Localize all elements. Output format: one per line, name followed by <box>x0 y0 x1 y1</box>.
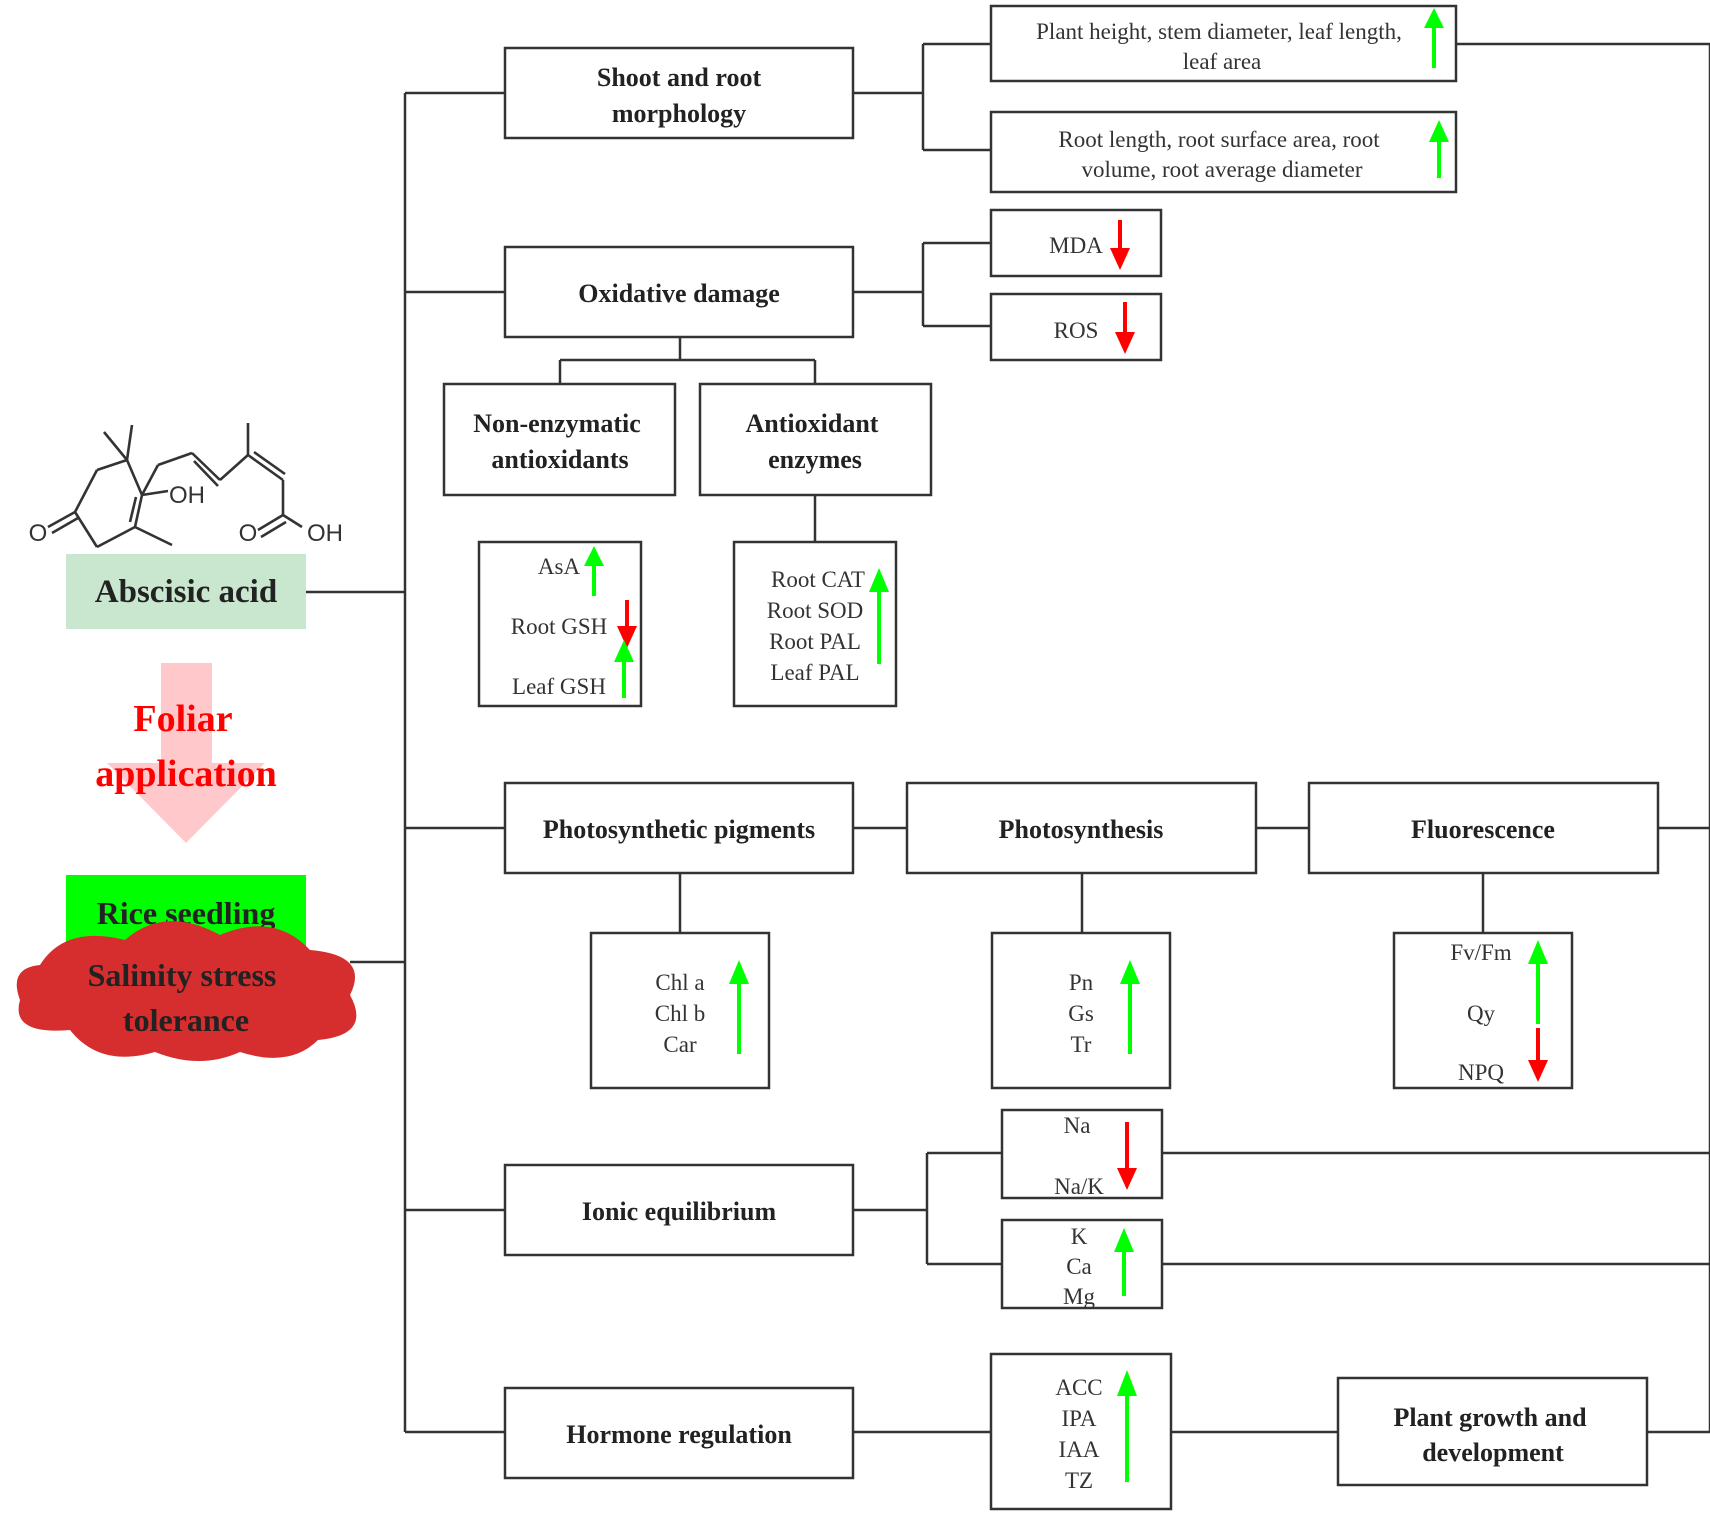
root-indicators-line-1: Root length, root surface area, root <box>1058 127 1380 152</box>
iaa-label: IAA <box>1059 1437 1100 1462</box>
foliar-application-arrow <box>107 663 265 843</box>
salinity-label-line-2: tolerance <box>123 1002 249 1038</box>
qy-label: Qy <box>1467 1001 1496 1026</box>
abscisic-acid-label: Abscisic acid <box>95 574 277 610</box>
salinity-label-line-1: Salinity stress <box>88 957 277 993</box>
chl-b-label: Chl b <box>655 1001 705 1026</box>
photosynthesis-box <box>905 781 1258 875</box>
tz-label: TZ <box>1065 1468 1093 1493</box>
fv-fm-label: Fv/Fm <box>1450 940 1511 965</box>
hormone-regulation-label: Hormone regulation <box>566 1420 792 1449</box>
non-enzymatic-indicators-box <box>477 540 643 708</box>
k-label: K <box>1071 1224 1088 1249</box>
gs-label: Gs <box>1068 1001 1094 1026</box>
oxidative-damage-label: Oxidative damage <box>578 279 780 308</box>
connector-lines <box>306 42 1710 1434</box>
up-arrow-icon <box>1429 120 1449 178</box>
ros-box <box>989 292 1163 362</box>
shoot-root-label-line-1: Shoot and root <box>597 63 762 92</box>
plant-growth-label-line-2: development <box>1422 1438 1564 1467</box>
down-arrow-icon <box>1117 1122 1137 1190</box>
hormone-indicators-box <box>989 1352 1173 1511</box>
mda-box <box>989 208 1163 278</box>
na-label: Na <box>1064 1113 1091 1138</box>
pn-label: Pn <box>1069 970 1094 995</box>
fluorescence-box <box>1307 781 1660 875</box>
leaf-gsh-label: Leaf GSH <box>512 674 606 699</box>
down-arrow-icon <box>617 600 637 648</box>
antioxidant-enzymes-label-line-2: enzymes <box>768 445 862 474</box>
up-arrow-icon <box>1424 8 1444 68</box>
up-arrow-icon <box>584 546 604 596</box>
up-arrow-icon <box>614 640 634 698</box>
plant-growth-development-box <box>1336 1376 1649 1487</box>
foliar-label-line-2: application <box>95 753 277 795</box>
npq-label: NPQ <box>1458 1060 1504 1085</box>
up-arrow-icon <box>1117 1370 1137 1482</box>
up-arrow-icon <box>1528 940 1548 1024</box>
up-arrow-icon <box>1114 1228 1134 1296</box>
k-ca-mg-indicators-box <box>1000 1218 1164 1310</box>
salinity-cloud <box>16 921 357 1061</box>
shoot-root-morphology-box <box>503 46 855 140</box>
up-arrow-icon <box>729 960 749 1054</box>
root-indicators-box <box>989 110 1458 194</box>
mg-label: Mg <box>1063 1284 1095 1309</box>
ros-label: ROS <box>1054 318 1099 343</box>
foliar-label-line-1: Foliar <box>133 698 232 740</box>
fluorescence-label: Fluorescence <box>1411 815 1555 844</box>
shoot-indicators-line-2: leaf area <box>1183 49 1262 74</box>
tr-label: Tr <box>1071 1032 1092 1057</box>
na-k-label: Na/K <box>1054 1174 1104 1199</box>
up-arrow-icon <box>1120 960 1140 1054</box>
non-enzymatic-label-line-1: Non-enzymatic <box>473 409 641 438</box>
oxidative-damage-box <box>503 245 855 339</box>
antioxidant-enzymes-box <box>698 382 933 497</box>
asa-label: AsA <box>538 554 581 579</box>
down-arrow-icon <box>1115 302 1135 354</box>
root-sod-label: Root SOD <box>767 598 864 623</box>
root-gsh-label: Root GSH <box>511 614 608 639</box>
down-arrow-icon <box>1110 220 1130 270</box>
ipa-label: IPA <box>1062 1406 1097 1431</box>
ionic-equilibrium-box <box>503 1163 855 1257</box>
enzyme-indicators-box <box>732 540 898 708</box>
leaf-pal-label: Leaf PAL <box>770 660 859 685</box>
hydroxyl-label: OH <box>169 482 205 509</box>
up-arrow-icon <box>869 568 889 664</box>
acid-oxygen-label: O <box>239 520 258 547</box>
chl-a-label: Chl a <box>655 970 704 995</box>
hormone-regulation-box <box>503 1386 855 1480</box>
shoot-indicators-box <box>989 4 1458 83</box>
ketone-oxygen-label: O <box>29 520 48 547</box>
photosynthetic-pigments-label: Photosynthetic pigments <box>543 815 815 844</box>
na-indicators-box <box>1000 1108 1164 1200</box>
photosynthesis-indicators-box <box>990 931 1172 1090</box>
root-indicators-line-2: volume, root average diameter <box>1082 157 1363 182</box>
photosynthetic-pigments-box <box>503 781 855 875</box>
non-enzymatic-antioxidants-box <box>442 382 677 497</box>
root-cat-label: Root CAT <box>771 567 865 592</box>
shoot-root-label-line-2: morphology <box>612 99 746 128</box>
car-label: Car <box>663 1032 697 1057</box>
antioxidant-enzymes-label-line-1: Antioxidant <box>746 409 879 438</box>
photosynthesis-label: Photosynthesis <box>999 815 1164 844</box>
mda-label: MDA <box>1049 233 1103 258</box>
acc-label: ACC <box>1055 1375 1102 1400</box>
shoot-indicators-line-1: Plant height, stem diameter, leaf length… <box>1036 19 1402 44</box>
plant-growth-label-line-1: Plant growth and <box>1393 1403 1587 1432</box>
root-pal-label: Root PAL <box>769 629 861 654</box>
down-arrow-icon <box>1528 1028 1548 1082</box>
abscisic-acid-box <box>66 554 306 629</box>
non-enzymatic-label-line-2: antioxidants <box>491 445 628 474</box>
ionic-equilibrium-label: Ionic equilibrium <box>582 1197 777 1226</box>
acid-hydroxyl-label: OH <box>307 520 343 547</box>
ca-label: Ca <box>1066 1254 1092 1279</box>
abscisic-acid-molecule: O OH O OH <box>29 423 343 549</box>
